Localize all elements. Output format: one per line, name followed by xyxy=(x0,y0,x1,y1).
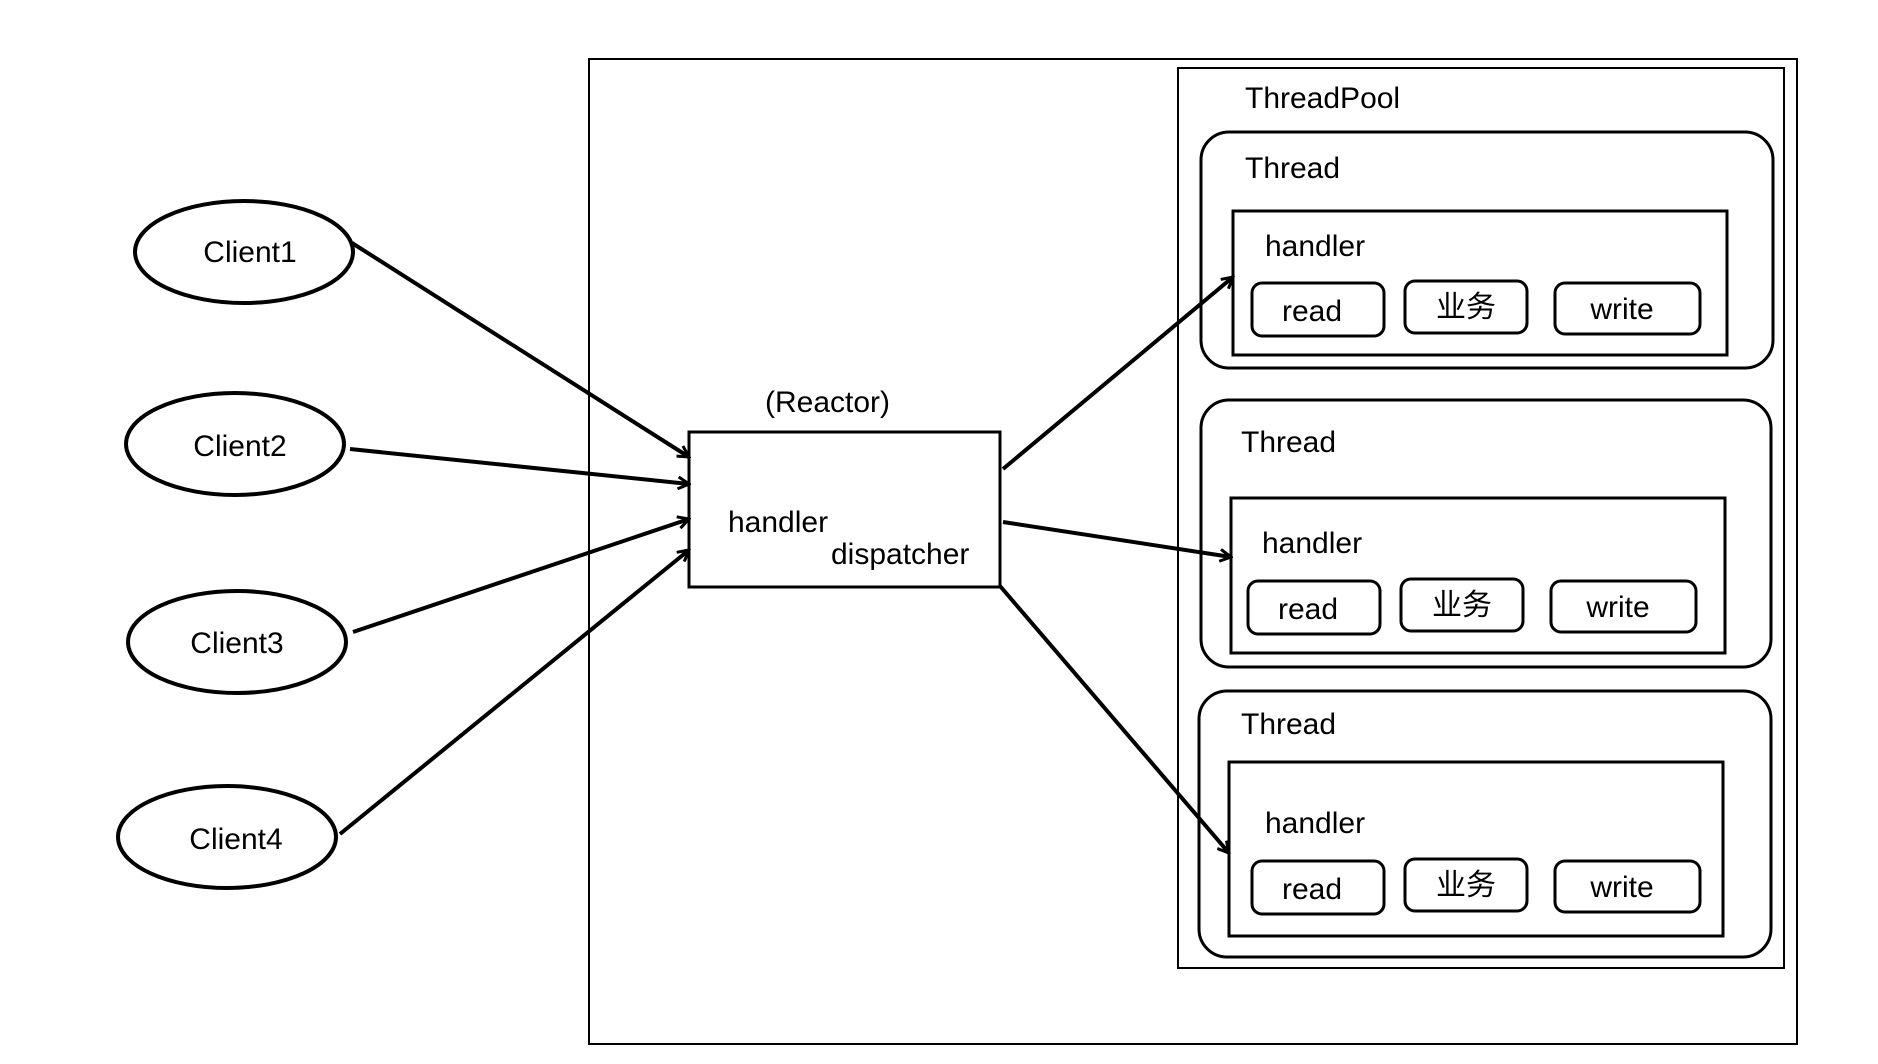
write-step-label: write xyxy=(1589,293,1653,326)
write-step xyxy=(1553,281,1702,336)
write-step xyxy=(1549,579,1698,634)
thread-title: Thread xyxy=(1241,426,1336,459)
reactor-label-handler: handler xyxy=(728,506,828,539)
client-label: Client3 xyxy=(190,627,283,660)
read-step-label: read xyxy=(1282,873,1342,906)
handler-title: handler xyxy=(1262,527,1362,560)
reactor-handler-box xyxy=(687,430,1002,589)
thread-1: Thread handler read 业务 write xyxy=(1199,130,1775,370)
arrow-client3-to-reactor xyxy=(352,519,689,634)
thread-title: Thread xyxy=(1241,708,1336,741)
thread-box xyxy=(1199,130,1775,370)
threadpool-container xyxy=(1177,67,1785,969)
write-step xyxy=(1553,859,1702,914)
client-node xyxy=(124,391,346,497)
thread-box xyxy=(1197,689,1773,959)
business-step-label: 业务 xyxy=(1432,589,1492,622)
client-node xyxy=(116,784,338,890)
handler-box xyxy=(1229,496,1727,655)
handler-title: handler xyxy=(1265,230,1365,263)
arrow-reactor-to-thread2 xyxy=(1002,520,1231,557)
arrow-reactor-to-thread3 xyxy=(998,584,1229,853)
business-step xyxy=(1399,577,1525,633)
client-3: Client3 xyxy=(126,589,348,695)
handler-title: handler xyxy=(1265,807,1365,840)
reactor-caption: (Reactor) xyxy=(765,386,890,419)
client-label: Client2 xyxy=(193,430,286,463)
thread-box xyxy=(1199,398,1773,669)
write-step-label: write xyxy=(1585,591,1649,624)
arrow-client4-to-reactor xyxy=(338,550,689,836)
client-label: Client1 xyxy=(203,236,296,269)
arrow-reactor-to-thread1 xyxy=(1001,277,1233,471)
read-step xyxy=(1250,859,1386,916)
arrow-client1-to-reactor xyxy=(350,241,689,459)
client-2: Client2 xyxy=(124,391,346,497)
read-step xyxy=(1250,281,1386,338)
client-node xyxy=(133,199,355,305)
business-step-label: 业务 xyxy=(1436,869,1496,902)
write-step-label: write xyxy=(1589,871,1653,904)
business-step-label: 业务 xyxy=(1436,291,1496,324)
thread-3: Thread handler read 业务 write xyxy=(1197,689,1773,959)
client-4: Client4 xyxy=(116,784,338,890)
threadpool-title: ThreadPool xyxy=(1245,82,1400,115)
client-1: Client1 xyxy=(133,199,355,305)
reactor-label-dispatcher: dispatcher xyxy=(831,538,969,571)
thread-title: Thread xyxy=(1245,152,1340,185)
thread-2: Thread handler read 业务 write xyxy=(1199,398,1773,669)
client-node xyxy=(126,589,348,695)
client-label: Client4 xyxy=(189,823,282,856)
arrow-client2-to-reactor xyxy=(349,447,689,484)
business-step xyxy=(1403,279,1529,335)
business-step xyxy=(1403,857,1529,913)
read-step xyxy=(1246,579,1382,636)
read-step-label: read xyxy=(1282,295,1342,328)
read-step-label: read xyxy=(1278,593,1338,626)
